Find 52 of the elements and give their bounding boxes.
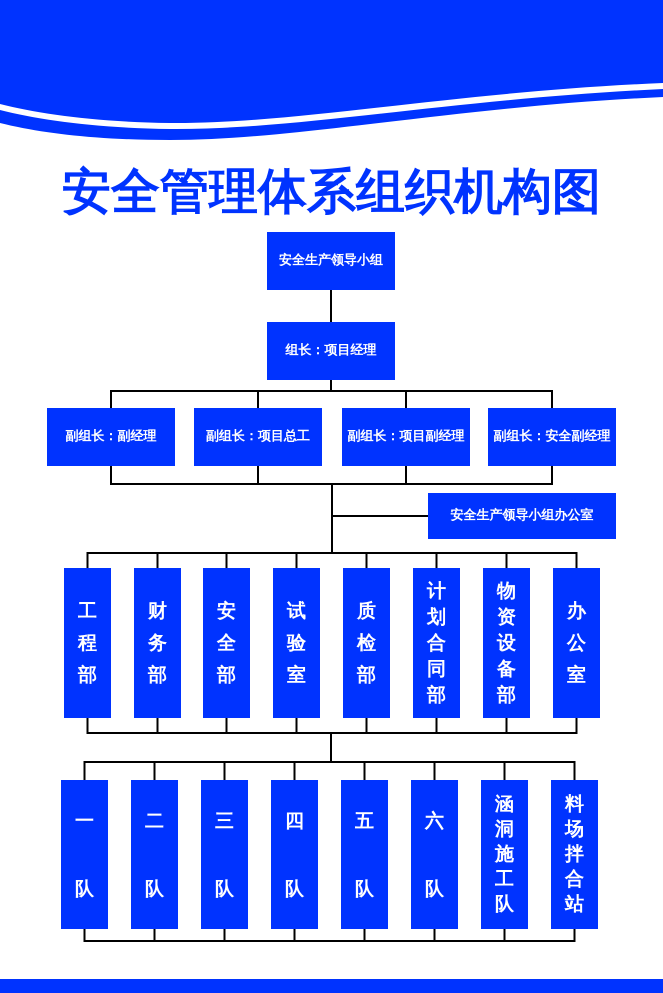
- position-title: 副组长：项目副经理: [348, 428, 464, 446]
- team-box: [201, 780, 248, 929]
- position-title: 组长：项目经理: [286, 342, 376, 360]
- office-box: [428, 493, 616, 539]
- department-name: 物资设备部: [497, 579, 516, 708]
- team-box: [341, 780, 388, 929]
- team-name: 五队: [355, 808, 374, 902]
- department-box: [273, 568, 320, 718]
- connector-line: [110, 379, 553, 409]
- department-name: 工程部: [78, 599, 97, 688]
- connector-line: [84, 717, 578, 781]
- connector-line: [330, 289, 332, 323]
- leader-box: [267, 322, 395, 380]
- position-title: 副组长：安全副经理: [494, 428, 610, 446]
- department-box: [203, 568, 250, 718]
- team-name: 六队: [425, 808, 444, 902]
- position-box: [342, 408, 470, 466]
- department-name: 安全部: [217, 599, 236, 688]
- team-box: [551, 780, 598, 929]
- department-name: 计划合同部: [427, 579, 446, 708]
- team-box: [481, 780, 528, 929]
- connector-line: [84, 928, 576, 942]
- department-name: 质检部: [357, 599, 376, 688]
- department-box: [343, 568, 390, 718]
- team-name: 三队: [215, 808, 234, 902]
- position-box: [47, 408, 175, 466]
- team-box: [131, 780, 178, 929]
- connector-line: [86, 465, 578, 569]
- team-box: [411, 780, 458, 929]
- department-name: 办公室: [567, 599, 586, 688]
- team-name: 二队: [145, 808, 164, 902]
- office-name: 安全生产领导小组办公室: [450, 508, 594, 524]
- department-box: [483, 568, 530, 718]
- department-box: [553, 568, 600, 718]
- leader-box: [267, 232, 395, 290]
- position-title: 安全生产领导小组: [279, 252, 383, 270]
- team-name: 四队: [285, 808, 304, 902]
- position-box: [194, 408, 322, 466]
- position-box: [488, 408, 616, 466]
- department-name: 财务部: [148, 599, 167, 688]
- team-name: 涵洞施工队: [495, 792, 514, 917]
- team-box: [61, 780, 108, 929]
- department-name: 试验室: [287, 599, 306, 688]
- team-name: 一队: [75, 808, 94, 902]
- department-box: [413, 568, 460, 718]
- position-title: 副组长：副经理: [66, 428, 156, 446]
- team-box: [271, 780, 318, 929]
- department-box: [134, 568, 181, 718]
- title: 安全管理体系组织机构图: [62, 162, 601, 222]
- position-title: 副组长：项目总工: [206, 428, 310, 446]
- department-box: [64, 568, 111, 718]
- team-name: 料场拌合站: [565, 792, 584, 917]
